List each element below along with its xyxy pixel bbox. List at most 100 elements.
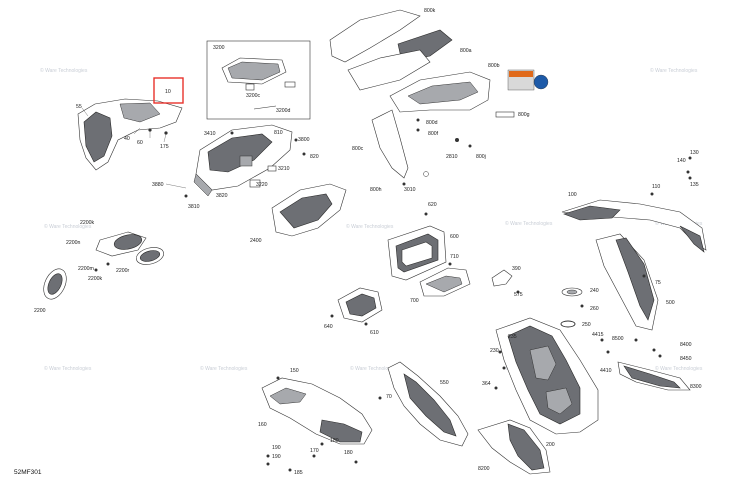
label-140: 140	[677, 158, 686, 164]
label-180b: 180	[344, 450, 353, 456]
label-10: 10	[165, 89, 171, 95]
watermark: © Ware Technologies	[346, 223, 394, 230]
label-55: 55	[76, 104, 82, 110]
console-frame-part	[193, 124, 293, 197]
watermark: © Ware Technologies	[44, 223, 92, 230]
label-640: 640	[324, 324, 333, 330]
label-3820: 3820	[216, 193, 228, 199]
panel-500-part	[595, 233, 659, 331]
label-3800: 3800	[298, 137, 310, 143]
label-820: 820	[310, 154, 319, 160]
label-364: 364	[482, 381, 491, 387]
label-390: 390	[512, 266, 521, 272]
upper-panel-800-part	[329, 9, 515, 179]
label-3200c: 3200c	[246, 93, 261, 99]
label-2200r: 2200r	[116, 268, 130, 274]
label-3220: 3220	[256, 182, 268, 188]
label-3010: 3010	[404, 187, 416, 193]
label-100: 100	[568, 192, 577, 198]
label-8450: 8450	[680, 356, 692, 362]
label-250: 250	[582, 322, 591, 328]
label-190a: 190	[272, 445, 281, 451]
label-235: 235	[508, 334, 517, 340]
label-3880: 3880	[152, 182, 164, 188]
label-800g: 800g	[518, 112, 530, 118]
label-500: 500	[666, 300, 675, 306]
label-8300: 8300	[690, 384, 702, 390]
watermark: © Ware Technologies	[505, 220, 553, 227]
label-110: 110	[652, 184, 660, 190]
label-2400: 2400	[250, 238, 262, 244]
label-610: 610	[370, 330, 379, 336]
storage-lid-part	[221, 57, 296, 110]
clip-3210-part	[267, 165, 277, 172]
label-175: 175	[160, 144, 169, 150]
inset-box-3200	[206, 40, 311, 120]
label-8200: 8200	[478, 466, 490, 472]
clip-390-part	[491, 269, 513, 287]
label-135: 135	[690, 182, 699, 188]
label-70: 70	[386, 394, 392, 400]
panel-8200-part	[477, 419, 551, 475]
warning-label-part	[507, 69, 549, 91]
document-code: 52MF301	[14, 469, 42, 476]
label-550: 550	[440, 380, 449, 386]
label-75: 75	[655, 280, 661, 286]
display-frame-600-part	[387, 225, 447, 281]
label-2200m: 2200m	[78, 266, 94, 272]
label-800b: 800b	[488, 63, 500, 69]
label-3410: 3410	[204, 131, 216, 137]
label-800d: 800d	[426, 120, 438, 126]
label-700: 700	[410, 298, 419, 304]
label-8400: 8400	[680, 342, 692, 348]
label-800h: 800h	[370, 187, 382, 193]
mirror-assembly-part	[43, 231, 164, 300]
side-panel-100-part	[561, 199, 707, 253]
watermark: © Ware Technologies	[44, 365, 92, 372]
label-800j: 800j	[476, 154, 486, 160]
label-60: 60	[137, 140, 143, 146]
label-575: 575	[514, 292, 523, 298]
label-185: 185	[294, 470, 303, 476]
bracket-3220-part	[249, 179, 261, 188]
watermark: © Ware Technologies	[655, 365, 703, 372]
label-800a: 800a	[460, 48, 472, 54]
label-800f: 800f	[428, 131, 439, 137]
watermark: © Ware Technologies	[350, 365, 398, 372]
label-3200d: 3200d	[276, 108, 291, 114]
label-170: 170	[310, 448, 319, 454]
label-2810: 2810	[446, 154, 458, 160]
label-180: 180	[330, 438, 339, 444]
front-fascia-part	[77, 98, 183, 171]
label-4410: 4410	[600, 368, 612, 374]
watermark: © Ware Technologies	[650, 67, 698, 74]
label-600: 600	[450, 234, 459, 240]
panel-550-part	[387, 361, 469, 447]
label-3200: 3200	[213, 45, 225, 51]
label-620: 620	[428, 202, 437, 208]
ring-250-part	[560, 320, 576, 328]
label-40: 40	[124, 136, 130, 142]
label-130: 130	[690, 150, 699, 156]
label-8500: 8500	[612, 336, 624, 342]
label-2200: 2200	[34, 308, 46, 314]
label-2200k: 2200k	[80, 220, 95, 226]
label-200: 200	[546, 442, 555, 448]
side-rail-8300-part	[617, 361, 691, 391]
label-190b: 190	[272, 454, 281, 460]
label-710: 710	[450, 254, 459, 260]
panel-150-part	[261, 377, 373, 445]
bracket-610-part	[337, 287, 383, 323]
label-3810: 3810	[188, 204, 200, 210]
label-240: 240	[590, 288, 599, 294]
watermark: © Ware Technologies	[40, 67, 88, 74]
label-160: 160	[258, 422, 267, 428]
label-150: 150	[290, 368, 299, 374]
label-800k: 800k	[424, 8, 436, 14]
label-230: 230	[490, 348, 499, 354]
watermark: © Ware Technologies	[200, 365, 248, 372]
dash-panel-2400-part	[271, 183, 347, 237]
panel-700-part	[419, 267, 471, 297]
highlighted-part-box	[153, 77, 184, 104]
